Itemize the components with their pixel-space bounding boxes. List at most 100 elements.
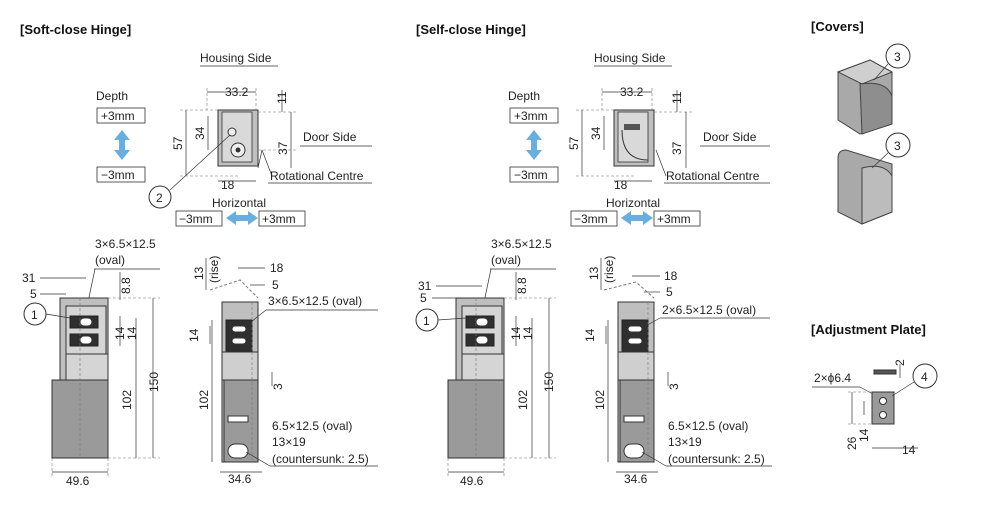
holes-spec: 2×ϕ6.4 [814, 371, 851, 385]
depth-label: Depth [508, 89, 540, 103]
horizontal-minus-box [175, 210, 223, 227]
dim-49-6: 49.6 [66, 474, 90, 488]
heading-soft-close: [Soft-close Hinge] [20, 22, 131, 37]
dim-34-6: 34.6 [624, 472, 648, 486]
dim-8-8: 8.8 [515, 277, 529, 294]
callout-3-bottom-number: 3 [894, 139, 901, 153]
dim-5: 5 [666, 285, 673, 299]
depth-plus-box [96, 107, 146, 124]
dim-14-b: 14 [125, 326, 139, 340]
depth-plus-label: +3mm [514, 109, 548, 123]
dim-102: 102 [120, 390, 134, 410]
dim-14-b: 14 [521, 326, 535, 340]
bottom-oval-spec: 6.5×12.5 (oval) [668, 419, 748, 433]
dim-18: 18 [270, 261, 284, 275]
housing-side-label: Housing Side [594, 51, 666, 65]
covers-illustration: 3 3 [836, 43, 911, 225]
side-oval-spec: 2×6.5×12.5 (oval) [662, 303, 756, 317]
dim-5: 5 [420, 291, 427, 305]
dim-3: 3 [271, 383, 285, 390]
dim-18: 18 [614, 178, 628, 192]
side-oval-spec: 3×6.5×12.5 (oval) [268, 294, 362, 308]
dim-102: 102 [516, 390, 530, 410]
dim-31: 31 [418, 279, 432, 293]
rotational-centre-label: Rotational Centre [270, 169, 364, 183]
soft-close-front-view: 3×6.5×12.5 (oval) 31 5 8.8 14 14 102 150… [22, 237, 161, 488]
door-side-label: Door Side [303, 130, 357, 144]
horizontal-arrow-icon [621, 211, 653, 225]
dim-5: 5 [272, 278, 279, 292]
depth-minus-label: −3mm [514, 168, 548, 182]
soft-close-side-view: 13 (rise) 18 5 3×6.5×12.5 (oval) 14 102 … [187, 256, 378, 486]
callout-3-top-number: 3 [894, 50, 901, 64]
dim-18: 18 [221, 178, 235, 192]
rise-note: (rise) [602, 256, 616, 283]
depth-minus-box [96, 166, 146, 183]
dim-14: 14 [583, 328, 597, 342]
callout-2-number: 2 [156, 191, 163, 205]
plate-side-view [873, 369, 897, 375]
dim-26: 26 [845, 436, 859, 450]
bottom-oval-spec: 6.5×12.5 (oval) [272, 419, 352, 433]
horizontal-label: Horizontal [606, 196, 660, 210]
adjustment-plate-drawing: 2 2×ϕ6.4 4 26 14 14 [812, 359, 938, 457]
dim-2: 2 [893, 359, 907, 366]
dim-57: 57 [567, 136, 581, 150]
dim-102: 102 [197, 390, 211, 410]
horizontal-arrow-icon [226, 211, 258, 225]
countersink-depth: (countersunk: 2.5) [668, 452, 765, 466]
rotational-centre-label: Rotational Centre [666, 169, 760, 183]
dim-13: 13 [587, 266, 601, 280]
heading-self-close: [Self-close Hinge] [416, 22, 526, 37]
dim-18: 18 [664, 269, 678, 283]
dim-13: 13 [192, 266, 206, 280]
callout-1-number: 1 [423, 314, 430, 328]
horizontal-plus-label: +3mm [262, 212, 296, 226]
front-oval-note: (oval) [491, 253, 521, 267]
depth-arrow-icon [114, 130, 130, 160]
self-close-front-view: 3×6.5×12.5 (oval) 31 5 8.8 14 14 102 150… [415, 237, 556, 488]
dim-37: 37 [670, 141, 684, 155]
depth-plus-label: +3mm [101, 109, 135, 123]
rise-note: (rise) [207, 256, 221, 283]
dim-3: 3 [667, 383, 681, 390]
callout-4-number: 4 [921, 370, 928, 384]
depth-arrow-icon [526, 130, 542, 160]
soft-close-top-view: Housing Side Depth +3mm −3mm 33.2 11 34 … [96, 51, 372, 227]
callout-2 [148, 185, 172, 209]
horizontal-minus-box [570, 210, 618, 227]
dim-33-2: 33.2 [620, 85, 644, 99]
dim-102: 102 [593, 390, 607, 410]
callout-3-top [885, 43, 911, 69]
front-oval-note: (oval) [95, 253, 125, 267]
dim-14-horizontal: 14 [902, 443, 916, 457]
horizontal-minus-label: −3mm [179, 212, 213, 226]
dim-34: 34 [589, 126, 603, 140]
countersink-depth: (countersunk: 2.5) [272, 452, 369, 466]
horizontal-label: Horizontal [212, 196, 266, 210]
horizontal-minus-label: −3mm [574, 212, 608, 226]
horizontal-plus-label: +3mm [657, 212, 691, 226]
dim-14-vertical: 14 [857, 428, 871, 442]
callout-4 [912, 363, 938, 389]
depth-plus-box [509, 107, 559, 124]
plate-front-view [871, 391, 895, 425]
self-close-top-view: Housing Side Depth +3mm −3mm 33.2 11 34 … [508, 51, 770, 227]
dim-33-2: 33.2 [225, 85, 249, 99]
depth-minus-box [509, 166, 559, 183]
front-oval-spec: 3×6.5×12.5 [491, 237, 552, 251]
dim-37: 37 [276, 141, 290, 155]
dim-49-6: 49.6 [460, 474, 484, 488]
callout-1-number: 1 [31, 308, 38, 322]
housing-side-label: Housing Side [200, 51, 272, 65]
horizontal-plus-box [653, 210, 701, 227]
dim-57: 57 [171, 136, 185, 150]
door-side-label: Door Side [703, 130, 757, 144]
dim-8-8: 8.8 [119, 277, 133, 294]
dim-150: 150 [147, 372, 161, 392]
depth-label: Depth [96, 89, 128, 103]
dim-31: 31 [22, 271, 36, 285]
countersink-size: 13×19 [668, 435, 702, 449]
horizontal-plus-box [258, 210, 306, 227]
